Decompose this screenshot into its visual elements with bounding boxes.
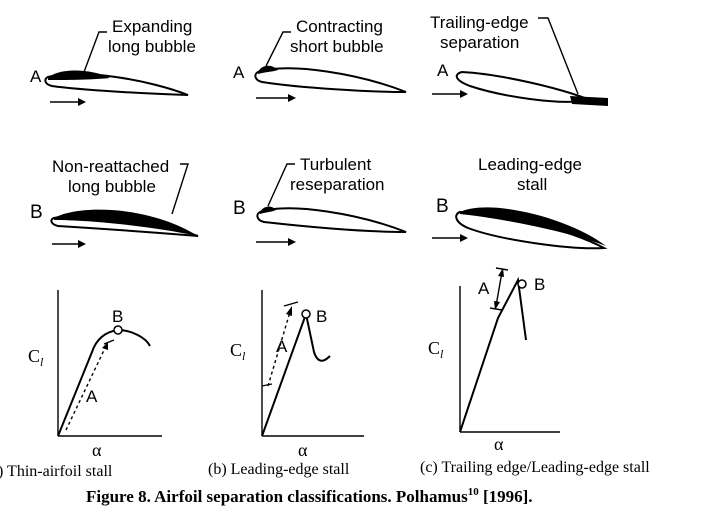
separation-bubble [48, 70, 110, 80]
x-axis-label: α [92, 440, 102, 460]
annotation-line-1: Expanding [112, 17, 192, 36]
y-axis-label: Cl [428, 338, 444, 361]
y-axis-label: Cl [230, 340, 246, 363]
annotation-leader [267, 163, 295, 207]
point-a-label: A [86, 387, 98, 406]
lift-curve [459, 276, 527, 433]
annotation-leader [538, 17, 579, 95]
flow-arrow-head [288, 94, 296, 102]
point-label: B [30, 202, 43, 223]
flow-arrow-head [78, 240, 86, 248]
tick-mark-upper [495, 267, 509, 271]
flow-arrow-head [78, 98, 86, 106]
separation-bubble [54, 209, 198, 236]
y-axis-label: Cl [28, 346, 44, 369]
annotation-line-2: long bubble [108, 37, 196, 56]
annotation-line-1: Non-reattached [52, 157, 169, 176]
point-label: A [233, 63, 245, 82]
annotation-leader [265, 31, 291, 67]
point-b-label: B [316, 307, 327, 326]
lift-curve [261, 310, 331, 437]
lift-curve-trailing-leading-edge-stall: Cl α B A (c) Trailing edge/Leading-edge … [420, 267, 650, 476]
point-label: A [437, 61, 449, 80]
plot-caption: (c) Trailing edge/Leading-edge stall [420, 459, 650, 476]
dimension-arrow-head [102, 342, 108, 350]
flow-arrow-head [288, 238, 296, 246]
x-axis-label: α [494, 434, 504, 454]
annotation-line-2: reseparation [290, 175, 385, 194]
airfoil-expanding-long-bubble: Expanding long bubble A [30, 17, 196, 106]
airfoil-shape [455, 70, 594, 103]
tick-mark-upper [283, 301, 299, 307]
point-b-label: B [534, 275, 545, 294]
annotation-line-2: long bubble [68, 177, 156, 196]
stall-point-marker [517, 279, 527, 289]
stall-point-marker [113, 325, 123, 335]
plot-caption: ) Thin-airfoil stall [0, 463, 113, 480]
annotation-leader [83, 31, 107, 73]
point-a-label: A [478, 279, 490, 298]
airfoil-shape [256, 207, 407, 233]
separation-bubble [260, 206, 276, 214]
separation-region [460, 207, 606, 246]
tick-mark-lower [261, 383, 273, 387]
airfoil-non-reattached-long-bubble: Non-reattached long bubble B [30, 157, 199, 248]
tick-mark [103, 339, 115, 345]
airfoil-trailing-edge-separation: Trailing-edge separation A [430, 13, 608, 106]
point-b-label: B [112, 307, 123, 326]
point-label: B [233, 198, 246, 219]
flow-arrow-head [460, 90, 468, 98]
flow-arrow-head [460, 234, 468, 242]
separated-wake [570, 96, 608, 106]
point-label: A [30, 67, 42, 86]
annotation-line-1: Turbulent [300, 155, 371, 174]
annotation-line-2: short bubble [290, 37, 384, 56]
lift-curve [57, 328, 151, 437]
plot-caption: (b) Leading-edge stall [208, 461, 350, 478]
airfoil-leading-edge-stall: Leading-edge stall B [432, 155, 608, 250]
annotation-line-1: Trailing-edge [430, 13, 529, 32]
airfoil-shape [254, 67, 407, 93]
dimension-line [495, 271, 503, 307]
dimension-arrow-head-up [498, 268, 504, 277]
airfoil-contracting-short-bubble: Contracting short bubble A [233, 17, 407, 102]
dimension-arrow-head-down [494, 301, 500, 310]
airfoil-turbulent-reseparation: Turbulent reseparation B [233, 155, 407, 246]
stall-point-marker [301, 309, 311, 319]
tick-mark-lower [489, 307, 503, 311]
annotation-line-2: stall [517, 175, 547, 194]
lift-curve-thin-airfoil-stall: Cl α B A ) Thin-airfoil stall [0, 290, 162, 480]
dimension-arrow-head [286, 306, 292, 316]
figure-caption: Figure 8. Airfoil separation classificat… [86, 486, 533, 506]
dimension-line [267, 311, 291, 387]
annotation-line-1: Contracting [296, 17, 383, 36]
lift-curve-leading-edge-stall: Cl α B A (b) Leading-edge stall [208, 290, 364, 478]
point-a-label: A [276, 337, 288, 356]
point-label: B [436, 196, 449, 217]
annotation-leader [171, 163, 189, 215]
x-axis-label: α [298, 440, 308, 460]
annotation-line-2: separation [440, 33, 519, 52]
separation-bubble [258, 65, 278, 74]
annotation-line-1: Leading-edge [478, 155, 582, 174]
